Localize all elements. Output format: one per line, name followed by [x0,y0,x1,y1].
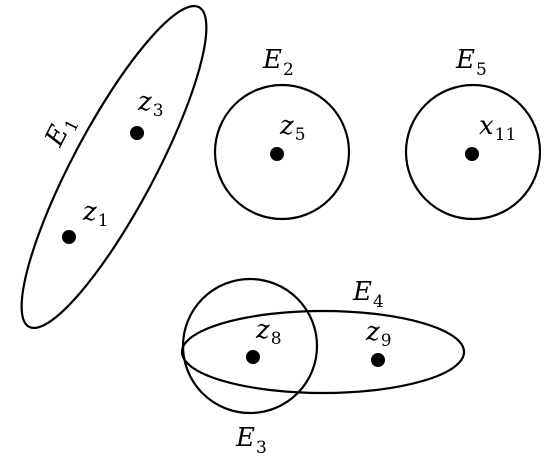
vertex-label-z8: z8 [255,315,282,349]
vertex-z9-dot [371,353,385,367]
vertex-x11-dot [465,147,479,161]
hyperedge-label-e5: E5 [455,45,487,80]
hyperedge-label-e2: E2 [262,45,294,80]
hyperedge-e2-shape [213,83,351,221]
vertex-label-z1: z1 [82,197,109,231]
vertex-label-z5: z5 [279,111,306,145]
vertex-z8-dot [246,350,260,364]
hyperedge-e4-shape [180,309,466,395]
hyperedge-label-e3: E3 [235,423,267,458]
vertex-label-z9: z9 [365,317,392,351]
vertex-z1-dot [62,230,76,244]
vertex-z3-dot [130,126,144,140]
vertex-label-x11: x11 [479,111,516,145]
hyperedge-e1-shape [20,4,208,330]
vertex-label-z3: z3 [137,87,164,121]
hyperedge-label-e4: E4 [352,277,384,312]
hyperedge-e5-shape [404,83,542,221]
vertex-z5-dot [270,147,284,161]
